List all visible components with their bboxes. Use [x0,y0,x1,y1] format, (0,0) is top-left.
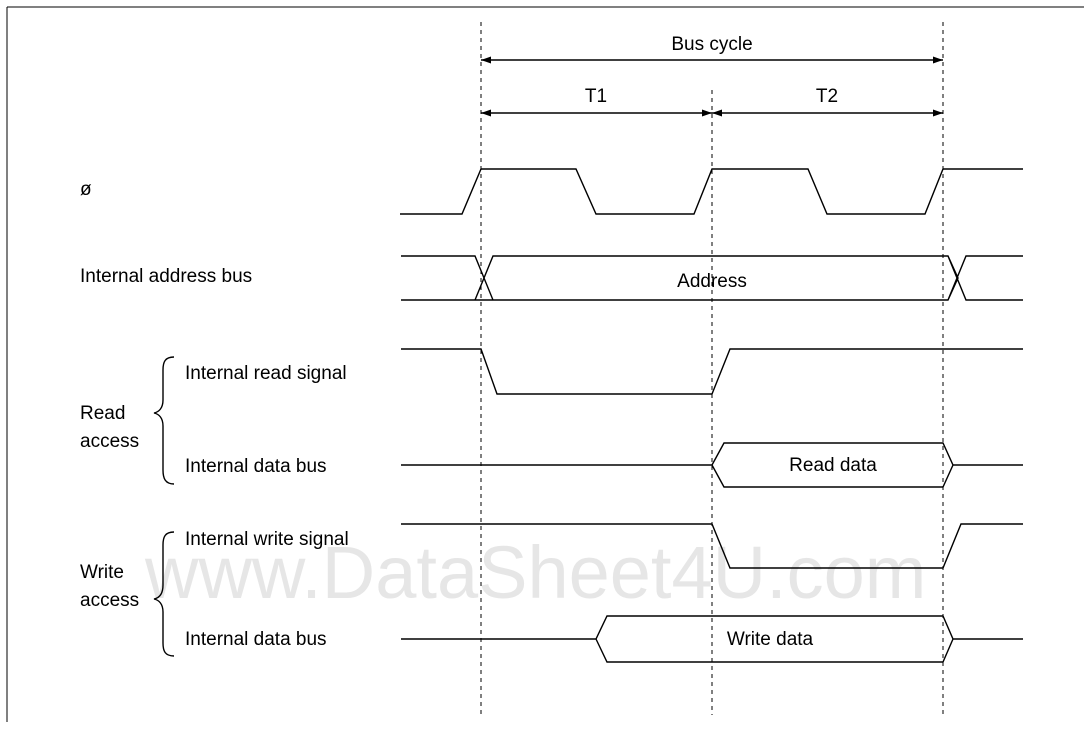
figure-frame [6,6,1084,722]
read-signal-label: Internal read signal [185,363,347,384]
write-signal-label: Internal write signal [185,529,349,550]
t1-label: T1 [585,86,607,107]
read-access-brace [153,356,175,485]
read-data-bus-label: Internal data bus [185,456,327,477]
address-bus-label: Internal address bus [80,266,252,287]
write-access-brace [153,531,175,657]
write-access-label-line1: Write [80,562,124,583]
read-signal-waveform [401,348,1023,395]
read-access-label-line1: Read [80,403,125,424]
write-data-bus-label: Internal data bus [185,629,327,650]
address-bus-waveform [401,255,1023,301]
read-data-value: Read data [789,455,877,476]
address-value: Address [677,271,747,292]
read-data-bus-waveform [401,442,1023,488]
write-data-value: Write data [727,629,814,650]
write-signal-waveform [401,523,1023,569]
clock-label: ø [80,179,92,200]
write-access-label-line2: access [80,590,139,611]
bus-cycle-label: Bus cycle [671,34,752,55]
write-data-bus-waveform [401,615,1023,663]
clock-waveform [400,168,1023,215]
read-access-label-line2: access [80,431,139,452]
t2-label: T2 [816,86,838,107]
watermark: www.DataSheet4U.com [144,531,926,614]
